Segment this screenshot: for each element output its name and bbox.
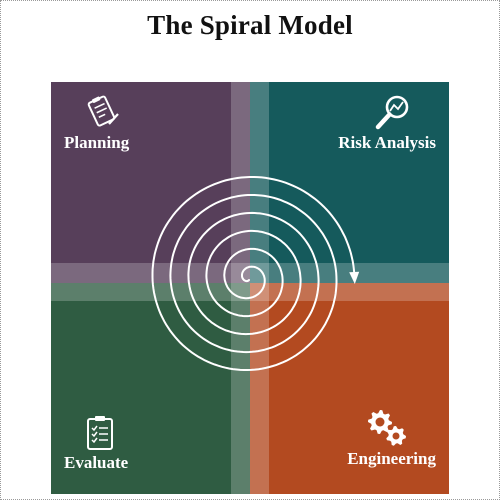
spiral-arrowhead xyxy=(349,271,360,284)
spiral-path-graphic xyxy=(151,176,360,371)
label-planning: Planning xyxy=(64,133,130,152)
spiral-diagram: Planning Risk Analysis Evaluate Engineer… xyxy=(51,82,449,494)
gear-large xyxy=(368,410,392,434)
label-risk-analysis: Risk Analysis xyxy=(338,133,436,152)
gear-small xyxy=(386,426,406,446)
horizontal-divider-band xyxy=(51,263,449,301)
magnifier-chart-icon xyxy=(375,95,409,130)
spiral-line xyxy=(151,176,356,371)
quadrant-evaluate xyxy=(51,283,250,494)
label-engineering: Engineering xyxy=(347,449,436,468)
quadrant-engineering xyxy=(250,283,449,494)
page-title: The Spiral Model xyxy=(147,10,353,40)
gears-icon xyxy=(368,410,406,446)
checklist-icon xyxy=(87,416,113,450)
gear-hole xyxy=(392,432,400,440)
clipboard-pen-icon xyxy=(87,95,119,127)
label-evaluate: Evaluate xyxy=(64,453,129,472)
gear-hole xyxy=(375,417,385,427)
